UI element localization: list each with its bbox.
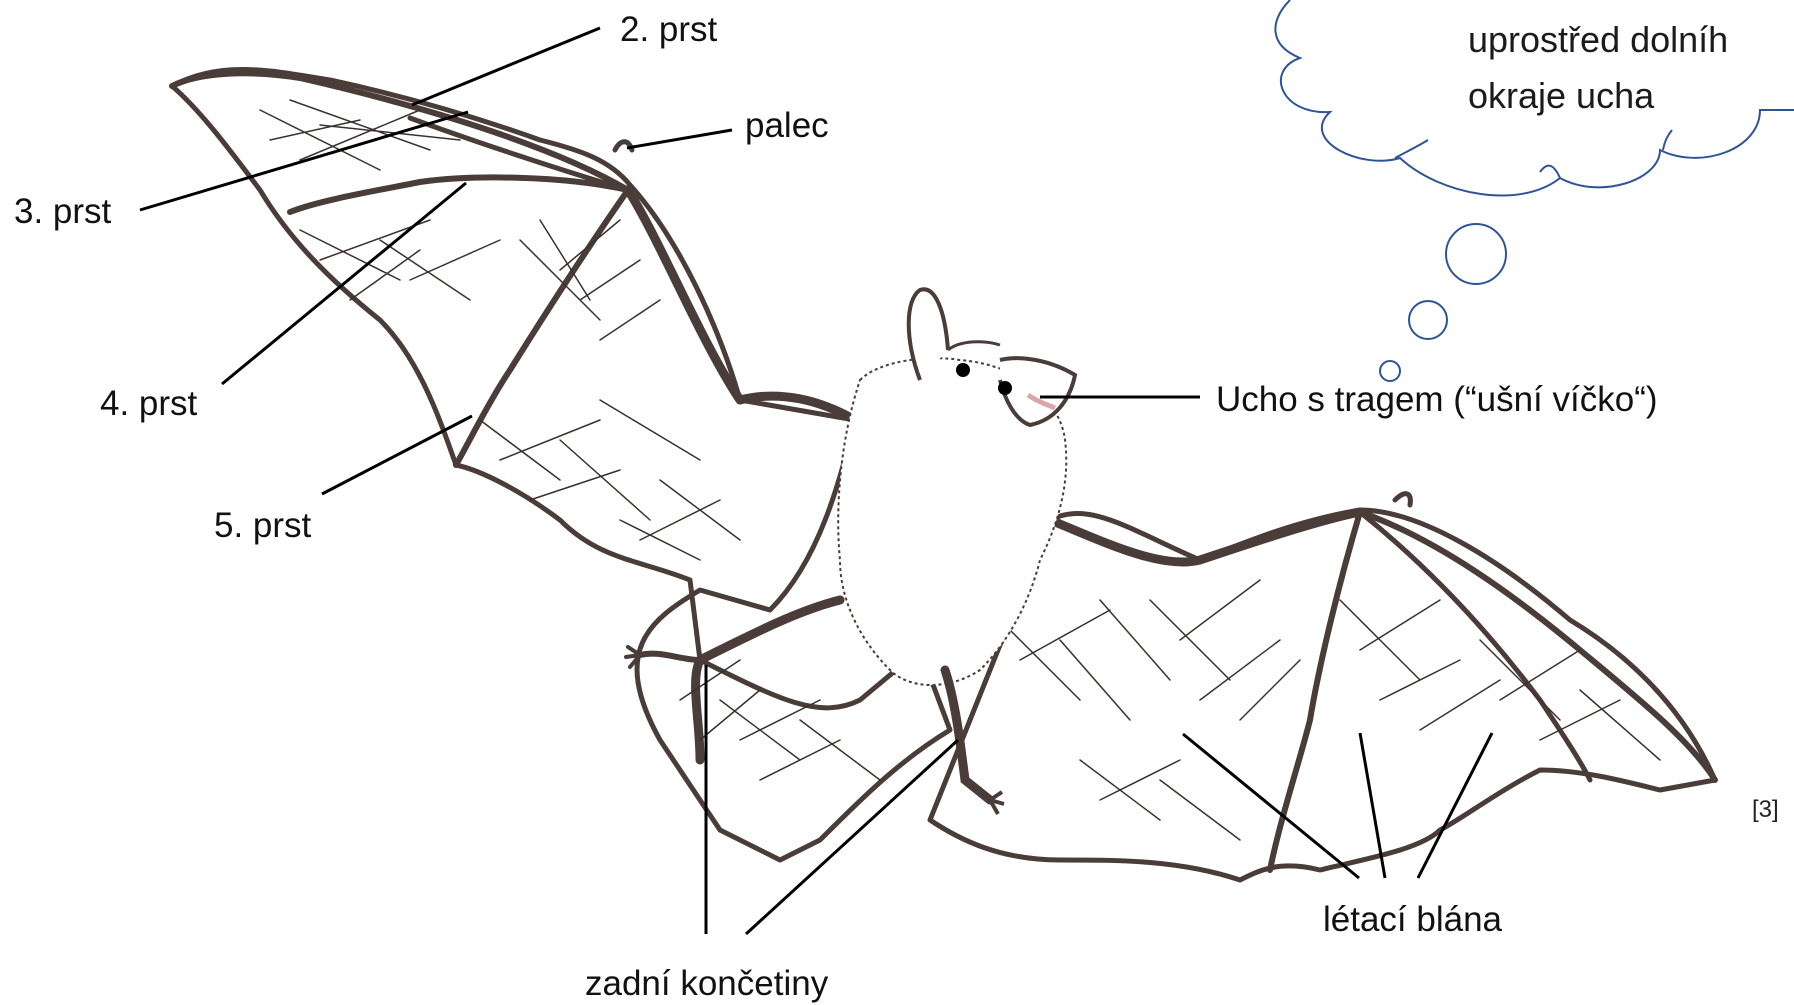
thought-text-line2: okraje ucha: [1468, 72, 1654, 120]
cloud-fold-1: [1395, 140, 1428, 158]
left-fourth-finger: [290, 177, 628, 212]
thought-text-line1: uprostřed dolníh: [1468, 16, 1728, 64]
cloud-fold-2: [1540, 166, 1560, 178]
bat-body: [838, 289, 1075, 814]
leader-finger3: [140, 112, 468, 210]
citation-marker: [3]: [1752, 796, 1779, 824]
leader-finger2: [412, 28, 600, 105]
cloud-fold-3: [1663, 130, 1672, 150]
left-wing: [172, 69, 950, 860]
right-forearm: [1050, 512, 1360, 562]
label-ear: Ucho s tragem (“ušní víčko“): [1216, 382, 1658, 417]
label-finger3: 3. prst: [14, 194, 111, 229]
left-wing-hatching: [260, 100, 880, 780]
bubble-medium: [1409, 301, 1447, 339]
right-toes: [990, 792, 1004, 814]
leader-finger5: [322, 416, 472, 494]
left-eye: [956, 363, 970, 377]
left-wing-membrane-outline: [172, 69, 950, 860]
bubble-small: [1380, 361, 1400, 381]
right-wing-membrane-outline: [930, 510, 1715, 880]
right-eye: [998, 381, 1012, 395]
label-finger2: 2. prst: [620, 12, 717, 47]
leader-thumb: [627, 130, 732, 148]
label-membrane: létací blána: [1323, 902, 1502, 937]
right-thumb: [1395, 494, 1410, 505]
left-foot: [640, 654, 700, 660]
label-hindlimbs: zadní končetiny: [585, 966, 828, 1001]
head-outline: [948, 342, 1000, 350]
leader-finger4: [222, 183, 466, 384]
right-second-finger: [1360, 512, 1715, 780]
label-thumb: palec: [745, 108, 829, 143]
label-finger5: 5. prst: [214, 508, 311, 543]
bubble-large: [1446, 224, 1506, 284]
label-finger4: 4. prst: [100, 386, 197, 421]
leader-hindlimb-right: [746, 740, 958, 934]
left-fifth-finger: [456, 190, 628, 465]
right-wing: [930, 494, 1715, 880]
